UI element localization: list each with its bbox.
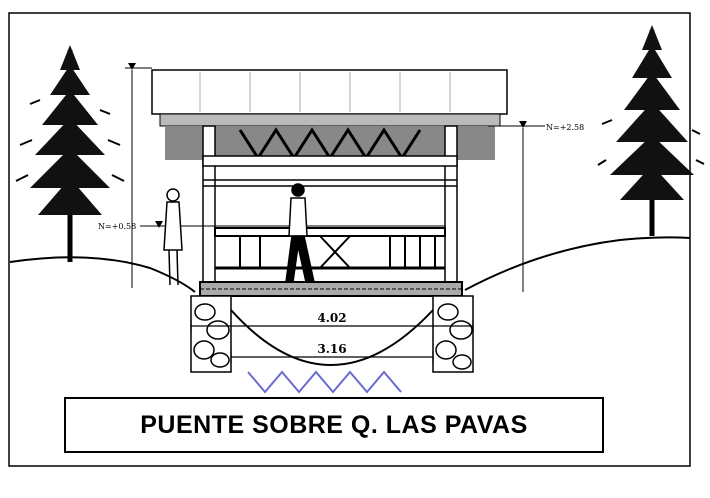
- ground-left: [9, 256, 196, 293]
- dimension-outer: [190, 320, 474, 332]
- dim-outer-label: 4.02: [317, 311, 346, 325]
- title-box: PUENTE SOBRE Q. LAS PAVAS: [64, 397, 604, 453]
- level-deck-label: N=+0.58: [98, 222, 136, 231]
- level-roof-marker: [125, 63, 152, 288]
- person-walking: [285, 183, 315, 283]
- bridge-frame: [202, 125, 458, 287]
- drawing-border: [8, 12, 691, 467]
- truss-band: [165, 126, 495, 160]
- right-tree: [597, 25, 705, 236]
- abutment-left: [190, 295, 232, 373]
- drawing-title: PUENTE SOBRE Q. LAS PAVAS: [140, 410, 528, 439]
- dim-inner-label: 3.16: [317, 342, 346, 356]
- water: [247, 370, 402, 394]
- person-standing: [163, 188, 183, 286]
- abutment-right: [432, 295, 474, 373]
- railing: [214, 227, 446, 270]
- level-top-label: N=+2.58: [546, 123, 584, 132]
- ground-right: [464, 236, 691, 291]
- dimension-inner: [230, 351, 434, 363]
- left-tree: [15, 45, 125, 262]
- level-top-marker: [488, 121, 545, 292]
- roof: [151, 69, 508, 127]
- stream-channel: [230, 309, 434, 366]
